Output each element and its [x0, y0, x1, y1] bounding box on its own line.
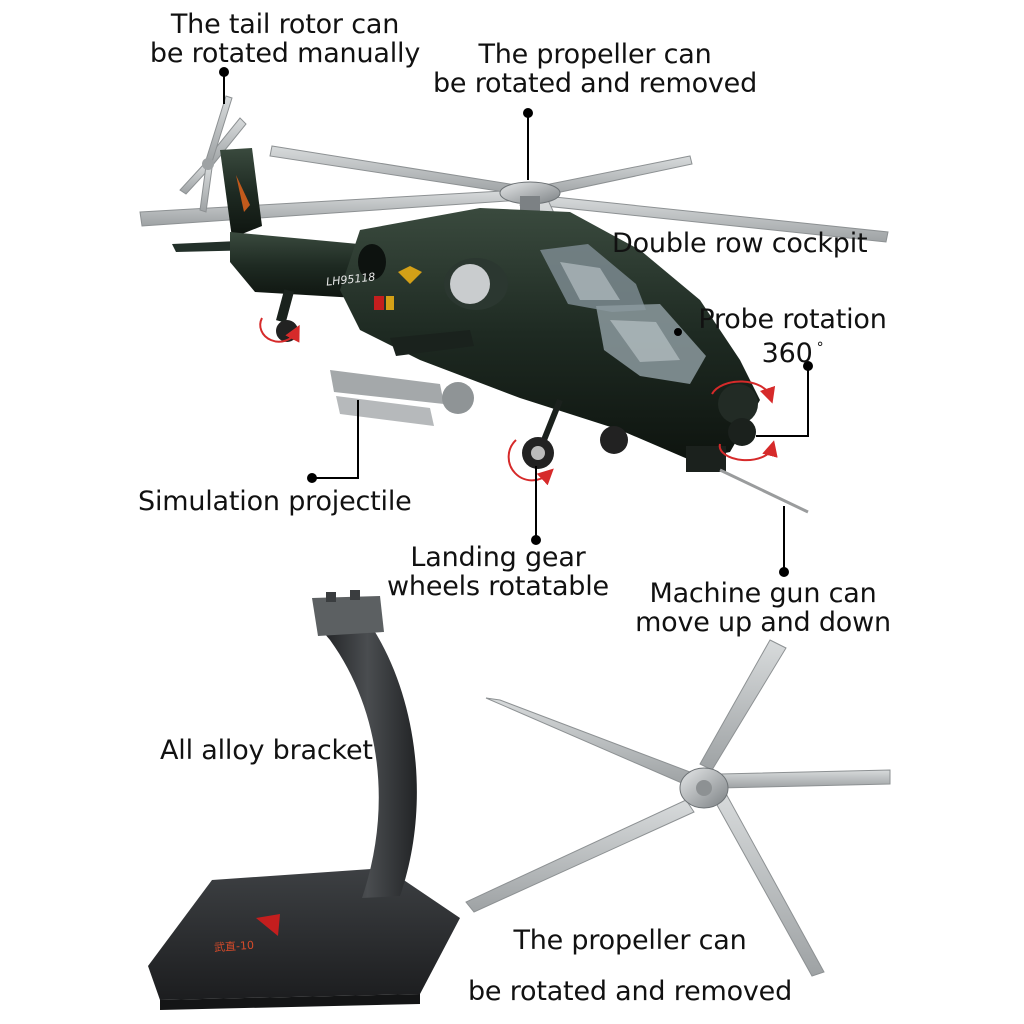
- label-line: The propeller can: [513, 925, 747, 956]
- label-line: move up and down: [635, 607, 891, 638]
- label-line: be rotated and removed: [467, 976, 793, 1007]
- label-projectile: Simulation projectile: [138, 486, 412, 517]
- stand-marking: 武直-10: [213, 938, 255, 955]
- label-propeller-top: The propeller can be rotated and removed: [430, 40, 760, 98]
- tail-rotor: [179, 95, 247, 213]
- label-line: be rotated and removed: [432, 68, 758, 99]
- label-bracket: All alloy bracket: [160, 735, 373, 766]
- label-propeller-bottom: The propeller can be rotated and removed: [450, 926, 810, 1006]
- label-line: wheels rotatable: [387, 571, 609, 602]
- degree-symbol: °: [816, 340, 824, 356]
- label-probe-rotation: Probe rotation 360°: [690, 305, 895, 368]
- label-machine-gun: Machine gun can move up and down: [628, 579, 898, 637]
- label-line: be rotated manually: [149, 38, 421, 69]
- label-landing-gear: Landing gear wheels rotatable: [378, 543, 618, 601]
- label-line: Machine gun can: [649, 578, 877, 609]
- callout-lines: [219, 67, 813, 577]
- label-tail-rotor: The tail rotor can be rotated manually: [140, 10, 430, 68]
- label-line: Landing gear: [410, 542, 586, 573]
- label-line: The propeller can: [478, 39, 712, 70]
- label-line: The tail rotor can: [170, 9, 400, 40]
- probe-degrees-value: 360: [761, 338, 813, 369]
- spare-rotor: [465, 639, 891, 977]
- helicopter-body: [172, 148, 809, 514]
- label-cockpit: Double row cockpit: [612, 228, 868, 259]
- label-line: 360°: [690, 334, 895, 368]
- rotation-arrows: [259, 317, 778, 486]
- alloy-bracket-stand: [148, 590, 460, 1010]
- label-line: Probe rotation: [698, 304, 887, 335]
